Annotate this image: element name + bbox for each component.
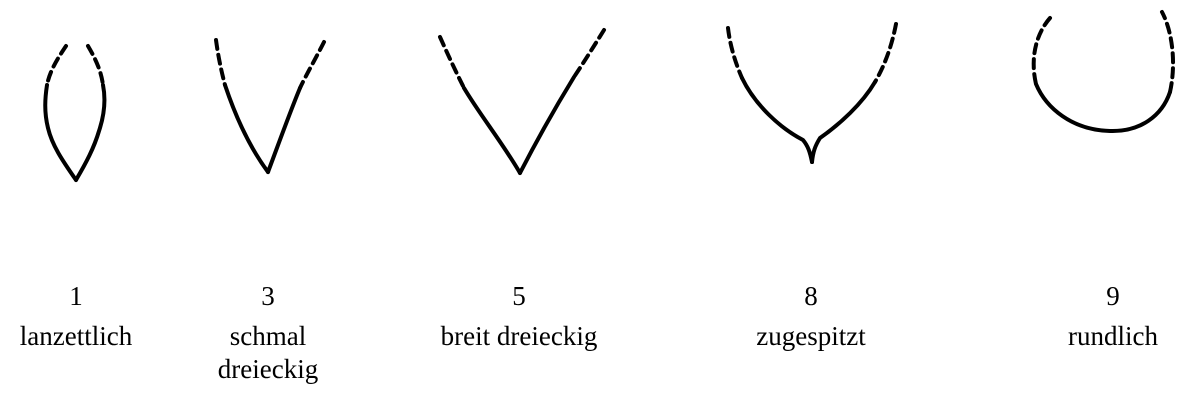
shape-rounded-left-arc [1031,16,1052,86]
leaf-shapes-drawing [43,10,1175,182]
shape-code-8: 8 [804,281,818,311]
shape-broad-triangular [438,28,606,175]
shape-broad-triangular-right-tip [572,28,606,79]
shape-narrow-triangular-left-tip [214,38,227,87]
shape-acuminate-right-tip [873,22,898,84]
shape-acuminate-left-tip [726,26,744,80]
shape-narrow-triangular-right-edge [266,86,302,174]
shape-acuminate-left-edge [740,76,814,164]
shape-code-3: 3 [261,281,275,311]
shape-broad-triangular-left-tip [438,35,466,90]
shape-label-rounded: rundlich [1068,321,1158,351]
shape-narrow-triangular-left-edge [223,83,270,174]
shape-broad-triangular-right-edge [518,75,576,175]
shape-rounded-right-arc [1160,10,1175,94]
shape-rounded [1031,10,1175,134]
shape-label-lanceolate: lanzettlich [19,321,133,351]
shape-code-1: 1 [69,281,83,311]
shape-lanceolate-left-edge [43,83,78,182]
shape-label-narrow-triangular: schmal dreieckig [217,321,319,384]
shape-lanceolate-right-edge [74,83,107,182]
shape-label-broad-triangular: breit dreieckig [440,321,598,351]
shape-lanceolate-left-tip [45,44,68,87]
shape-narrow-triangular-right-tip [298,40,326,90]
shape-lanceolate [43,44,107,182]
shape-narrow-triangular [214,38,326,174]
shape-code-5: 5 [512,281,526,311]
shape-code-9: 9 [1106,281,1120,311]
shape-lanceolate-right-tip [86,44,105,87]
shape-label-acuminate: zugespitzt [756,321,866,351]
shape-acuminate-right-edge [810,80,877,164]
shape-broad-triangular-left-edge [462,86,522,175]
shape-acuminate [726,22,898,164]
shape-rounded-bottom-arc [1034,82,1172,134]
